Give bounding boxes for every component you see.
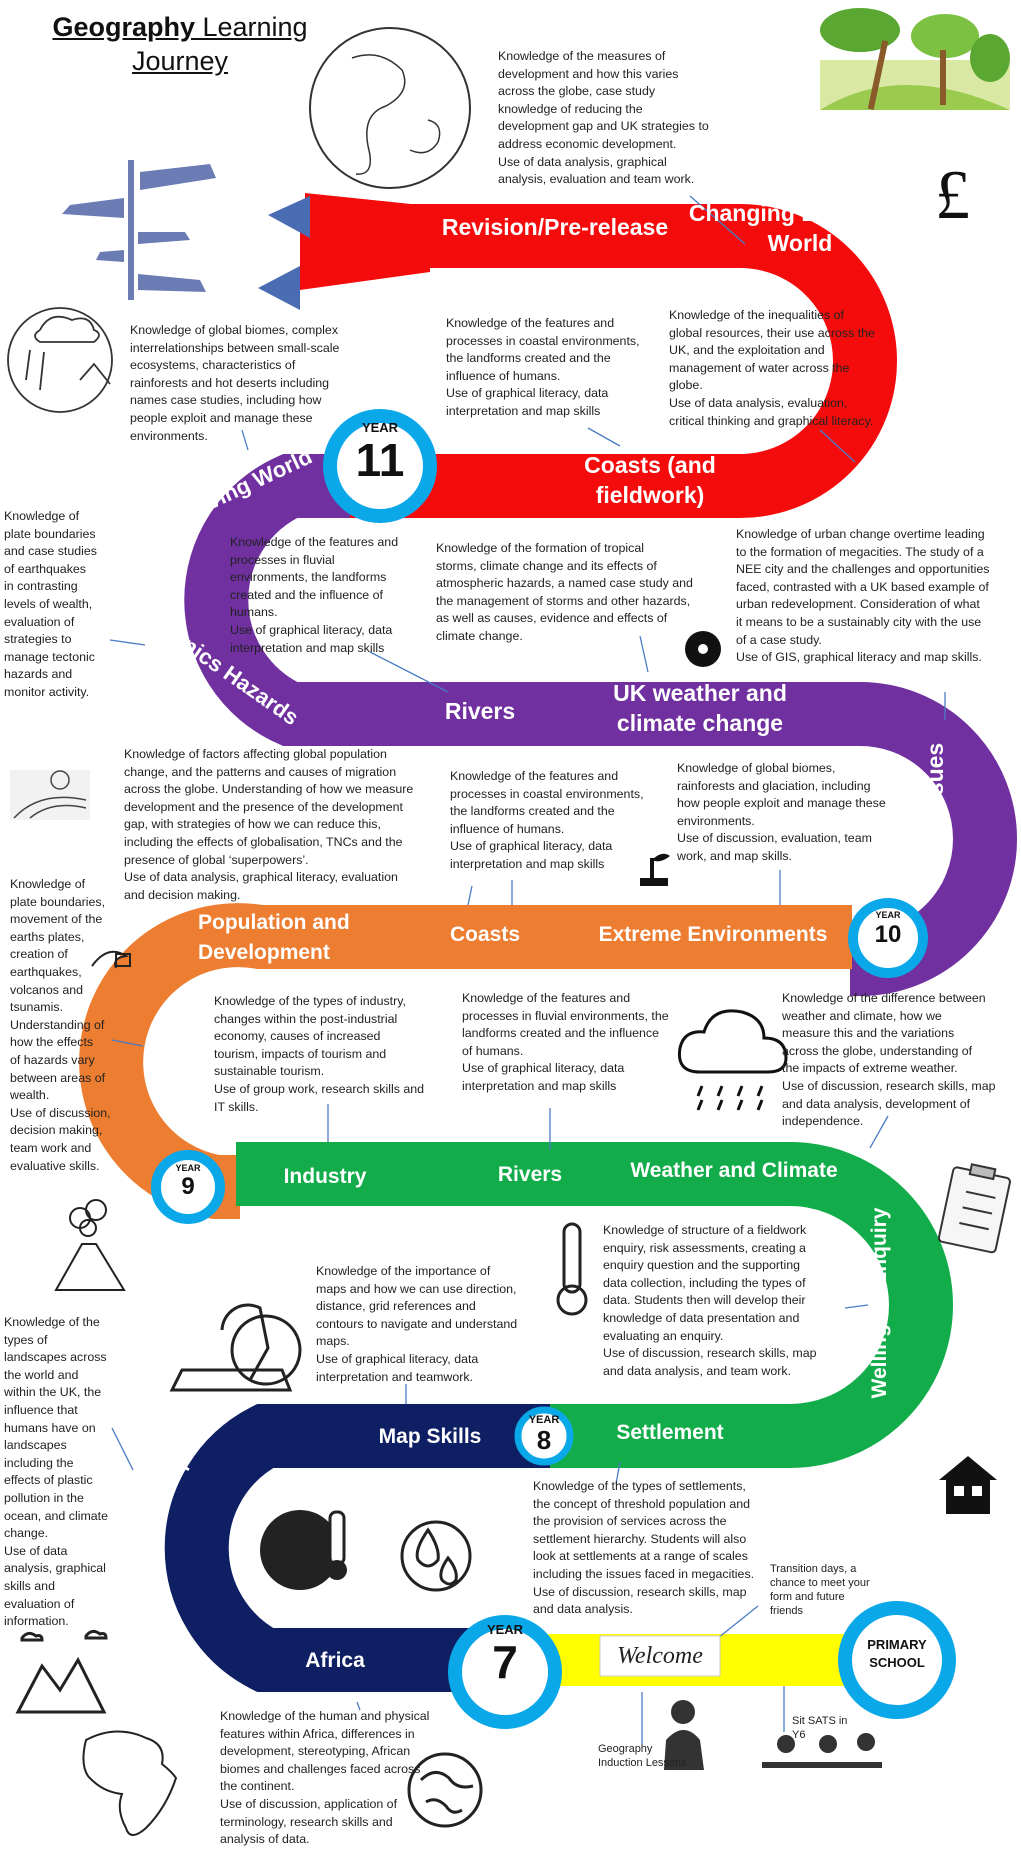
label-industry: Industry: [283, 1165, 367, 1188]
welcome-banner: [599, 1635, 721, 1677]
volcano-icon: [54, 1199, 126, 1291]
year7-badge-number: 7: [492, 1636, 518, 1688]
plant-water-icon: [640, 853, 670, 886]
label-coasts-fieldwork: Coasts (and fieldwork): [584, 452, 716, 508]
year10-badge: YEAR 10: [858, 910, 918, 950]
welcome-text: Welcome: [617, 1643, 703, 1669]
arrow-head-lower: [258, 266, 300, 310]
year7-badge-ring: [448, 1615, 562, 1729]
year10-badge-number: 10: [874, 921, 902, 948]
text-resource-management: Knowledge of the inequalities of global …: [669, 308, 875, 428]
pound-sign-icon: £: [935, 157, 970, 234]
wave-house-icon: [91, 950, 131, 969]
mountains-icon: [15, 1629, 108, 1714]
year11-badge-number: 11: [355, 434, 405, 486]
text-rivers-y10: Knowledge of the features and processes …: [230, 535, 399, 655]
text-urban-issues: Knowledge of urban change overtime leadi…: [736, 527, 990, 665]
primary-badge-ring: [838, 1601, 956, 1719]
water-drops-icon: [400, 1520, 472, 1592]
text-changing-economic-world: Knowledge of the measures of development…: [498, 49, 709, 187]
year9-badge-ring: [151, 1150, 225, 1224]
planet-icon: [407, 1752, 483, 1828]
page-title: Geography Learning Journey: [40, 10, 320, 78]
globe-icon: [309, 27, 471, 189]
rain-cloud-icon: [677, 1009, 788, 1111]
label-tectonics: Tectonics: [152, 1008, 175, 1106]
arrow-lower: [300, 240, 430, 290]
text-weather-climate: Knowledge of the difference between weat…: [782, 991, 996, 1129]
title-line2: Journey: [131, 46, 229, 76]
rain-biome-icon: [7, 307, 113, 413]
text-tectonics-hazards: Knowledge of plate boundaries and case s…: [4, 509, 97, 699]
text-coasts-orange: Knowledge of the features and processes …: [450, 769, 644, 871]
text-industry: Knowledge of the types of industry, chan…: [214, 994, 425, 1114]
text-extreme-environments: Knowledge of global biomes, rainforests …: [677, 761, 886, 863]
label-changing-economic-world: Changing Economic World: [688, 200, 912, 256]
label-extreme-environments: Extreme Environments: [598, 923, 828, 946]
primary-school-badge: PRIMARY SCHOOL: [867, 1637, 927, 1670]
year7-badge: YEAR 7: [455, 1622, 555, 1687]
text-coasts-y11: Knowledge of the features and processes …: [446, 316, 640, 418]
year8-badge: YEAR 8: [519, 1414, 569, 1454]
year10-badge-label: YEAR: [875, 910, 901, 920]
text-rivers-y9: Knowledge of the features and processes …: [462, 991, 669, 1093]
year8-badge-ring: [514, 1406, 574, 1466]
text-wellington-enquiry: Knowledge of structure of a fieldwork en…: [603, 1223, 817, 1378]
label-map-skills: Map Skills: [378, 1425, 482, 1448]
river-landscape-icon: [10, 770, 90, 820]
road-year8: [164, 1404, 550, 1692]
text-tectonics: Knowledge of plate boundaries, movement …: [10, 877, 111, 1173]
hurricane-icon: [685, 631, 721, 667]
year11-badge: YEAR 11: [330, 420, 430, 485]
label-population-development: Population and Development: [198, 911, 350, 964]
trees-icon: [820, 8, 1010, 110]
text-living-world: Knowledge of global biomes, complex inte…: [130, 323, 340, 443]
year9-badge-label: YEAR: [175, 1163, 201, 1173]
year11-badge-ring: [323, 409, 437, 523]
thermometer-icon: [556, 1222, 588, 1316]
year8-badge-label: YEAR: [528, 1414, 560, 1426]
road-year9: [236, 1142, 953, 1468]
label-africa: Africa: [305, 1649, 365, 1672]
text-sit-sats: Sit SATS in Y6: [792, 1715, 848, 1741]
year7-badge-label: YEAR: [486, 1622, 524, 1637]
text-population-development: Knowledge of factors affecting global po…: [124, 747, 414, 902]
label-settlement: Settlement: [616, 1421, 724, 1444]
text-map-skills: Knowledge of the importance of maps and …: [316, 1264, 518, 1384]
clipboard-icon: [937, 1163, 1011, 1254]
label-weather-climate: Weather and Climate: [630, 1159, 838, 1182]
year10-badge-ring: [848, 898, 928, 978]
arrow-upper: [305, 193, 430, 240]
students-icon: [664, 1700, 882, 1770]
text-transition-days: Transition days, a chance to meet your f…: [770, 1563, 870, 1617]
year9-badge-number: 9: [181, 1173, 195, 1200]
road-year10: [184, 454, 1017, 996]
text-landscapes: Knowledge of the types of landscapes acr…: [4, 1315, 109, 1629]
house-icon: [939, 1456, 997, 1514]
signpost-icon: [62, 160, 216, 300]
earth-thermometer-icon: [260, 1510, 347, 1590]
label-wellington-enquiry: Wellington Enquiry: [868, 1207, 891, 1399]
year11-badge-label: YEAR: [361, 420, 399, 435]
year9-badge: YEAR 9: [158, 1163, 218, 1201]
road-year11: [300, 204, 897, 518]
label-uk-weather: UK weather and climate change: [613, 680, 787, 736]
connector-lines: [109, 195, 946, 1744]
text-uk-weather: Knowledge of the formation of tropical s…: [436, 541, 693, 643]
label-urban-issues: Urban Issues: [922, 742, 948, 888]
map-pin-icon: [169, 1303, 302, 1392]
title-bold: Geography: [52, 12, 195, 42]
text-settlement: Knowledge of the types of settlements, t…: [533, 1479, 755, 1617]
label-revision: Revision/Pre-release: [441, 214, 669, 240]
africa-map-icon: [82, 1730, 178, 1836]
year8-badge-number: 8: [536, 1425, 552, 1455]
arrow-head-upper: [268, 196, 310, 238]
text-induction: Geography Induction Lessons: [598, 1743, 687, 1769]
text-africa: Knowledge of the human and physical feat…: [220, 1709, 430, 1847]
label-rivers-y10: Rivers: [444, 698, 516, 724]
label-rivers-y9: Rivers: [497, 1163, 563, 1186]
label-coasts-orange: Coasts: [449, 923, 521, 946]
title-rest: Learning: [194, 12, 308, 42]
